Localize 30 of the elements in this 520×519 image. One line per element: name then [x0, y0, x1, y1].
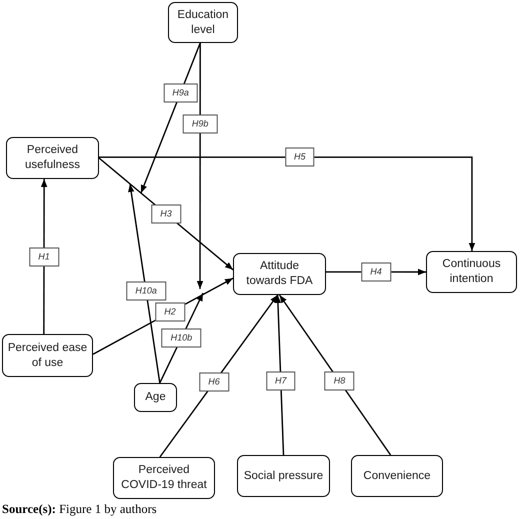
connector-arrow [99, 156, 476, 251]
connector-arrow [40, 179, 48, 334]
concept-box: Perceived ease of use [2, 334, 93, 377]
edge-label: H8 [324, 372, 354, 391]
edge-label: H4 [361, 262, 391, 282]
edge-label: H5 [284, 148, 314, 167]
connector-arrow [196, 43, 204, 289]
concept-box: Perceived usefulness [6, 137, 99, 179]
concept-box: Perceived COVID-19 threat [113, 457, 215, 499]
edge-label: H10b [162, 328, 202, 348]
edge-label: H1 [29, 247, 59, 266]
connector-arrow [278, 294, 392, 456]
concept-box: Attitude towards FDA [233, 253, 326, 295]
edge-label: H6 [199, 372, 229, 392]
edge-label: H9a [163, 83, 198, 102]
concept-box: Continuous intention [426, 251, 517, 293]
connector-arrow [274, 294, 284, 456]
edge-label: H7 [266, 372, 296, 391]
connector-arrow [140, 42, 201, 194]
connector-arrow [128, 184, 160, 384]
concept-box: Education level [168, 2, 238, 43]
source-caption: Source(s): Figure 1 by authors [2, 502, 157, 517]
concept-box: Age [134, 383, 177, 412]
connector-arrow [159, 294, 278, 458]
edge-label: H2 [155, 302, 185, 322]
edge-label: H9b [182, 114, 218, 134]
concept-box: Convenience [351, 455, 443, 497]
concept-box: Social pressure [237, 455, 330, 497]
edge-label: H3 [151, 204, 181, 224]
edge-label: H10a [126, 282, 166, 301]
